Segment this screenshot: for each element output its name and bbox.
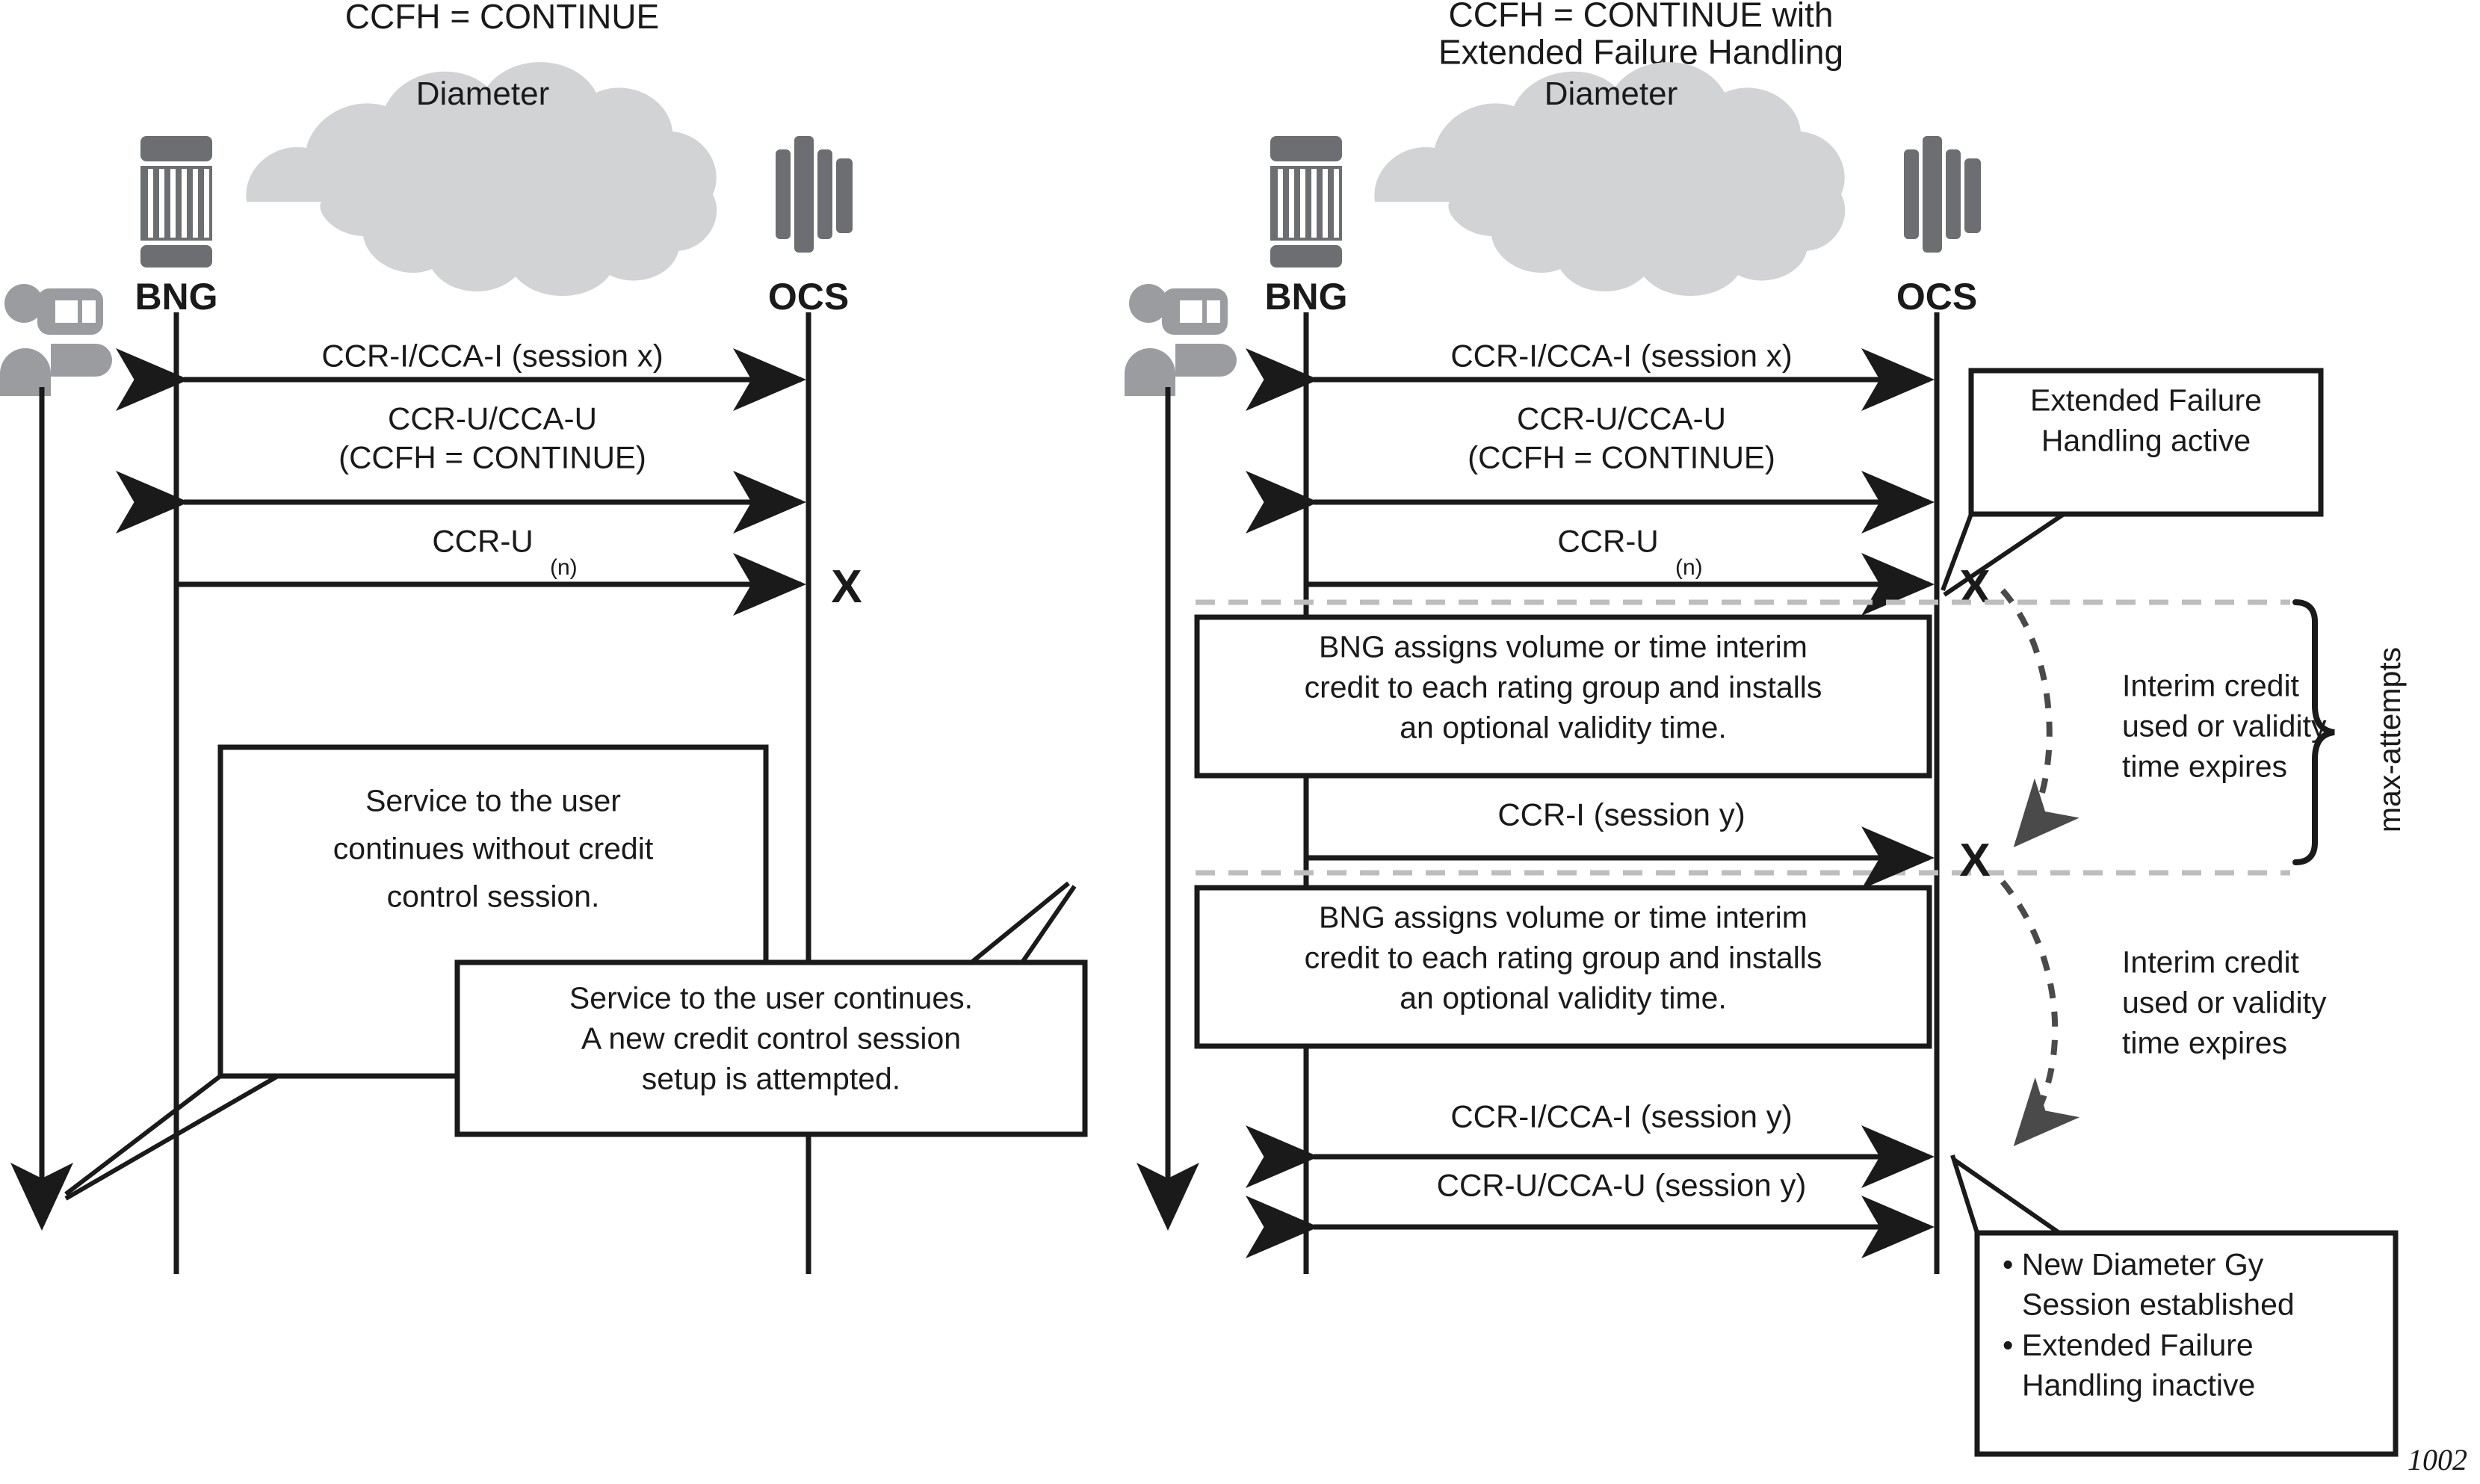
bullet-glyph-2: •	[2003, 1328, 2022, 1362]
cloud-label: Diameter	[416, 75, 550, 112]
gy-bullet-2-line-2: Handling inactive	[2022, 1368, 2255, 1403]
left-callout-2: Service to the user continues. A new cre…	[454, 881, 1088, 1137]
proc-box-1-line-3: an optional validity time.	[1400, 711, 1727, 745]
proc-box-2-line-3: an optional validity time.	[1400, 981, 1727, 1015]
left-callout-2-line-2: A new credit control session	[581, 1021, 961, 1056]
retry-curve-1	[2000, 588, 2079, 848]
node-label-ocs-right: OCS	[1896, 276, 1977, 318]
efh-active-callout: Extended Failure Handling active	[1941, 368, 2324, 597]
interim-1-line-3: time expires	[2122, 749, 2287, 784]
interim-credit-label-2: Interim credit used or validity time exp…	[2122, 945, 2327, 1060]
left-callout-1-line-1: Service to the user	[365, 784, 621, 818]
proc-box-2-line-1: BNG assigns volume or time interim	[1319, 900, 1808, 935]
message-sublabel-r3: (n)	[1675, 555, 1703, 580]
panel-left: CCFH = CONTINUE Diameter BNG O	[0, 0, 1088, 1274]
proc-box-1: BNG assigns volume or time interim credi…	[1194, 614, 1932, 779]
gy-bullet-1-line-2: Session established	[2022, 1287, 2295, 1322]
message-label-m2a: CCR-U/CCA-U	[388, 401, 597, 436]
max-attempts-brace: max-attempts	[2292, 599, 2407, 865]
user-workstation-icon	[0, 284, 112, 396]
interim-1-line-1: Interim credit	[2122, 669, 2300, 703]
proc-box-2: BNG assigns volume or time interim credi…	[1194, 885, 1932, 1049]
bullet-glyph-1: •	[2003, 1247, 2022, 1282]
gy-session-callout: • New Diameter Gy Session established • …	[1950, 1154, 2399, 1457]
left-callout-1-line-2: continues without credit	[333, 832, 654, 866]
left-callout-2-line-1: Service to the user continues.	[569, 981, 973, 1015]
interim-1-line-2: used or validity	[2122, 709, 2327, 743]
proc-box-2-line-2: credit to each rating group and installs	[1305, 941, 1822, 975]
panel-right-title-line1: CCFH = CONTINUE with	[1449, 0, 1834, 34]
message-label-m2b: (CCFH = CONTINUE)	[338, 439, 646, 474]
message-label-r6: CCR-U/CCA-U (session y)	[1437, 1167, 1807, 1202]
message-label-r2a: CCR-U/CCA-U	[1517, 401, 1726, 436]
message-label-r2b: (CCFH = CONTINUE)	[1468, 439, 1775, 474]
retry-curve-2	[2000, 879, 2080, 1146]
interim-2-line-3: time expires	[2122, 1026, 2287, 1060]
proc-box-1-line-1: BNG assigns volume or time interim	[1319, 630, 1808, 664]
gy-bullet-1-line-1: • New Diameter Gy	[2003, 1247, 2264, 1282]
panel-left-title: CCFH = CONTINUE	[345, 0, 659, 36]
figure-number: 1002	[2408, 1443, 2467, 1477]
interim-credit-label-1: Interim credit used or validity time exp…	[2122, 669, 2327, 784]
server-stack-icon-right	[1904, 136, 1981, 253]
message-label-r3: CCR-U	[1557, 523, 1658, 558]
node-label-ocs-left: OCS	[768, 276, 849, 318]
server-stack-icon	[776, 136, 853, 253]
message-sublabel-m3: (n)	[550, 555, 578, 580]
interim-2-line-1: Interim credit	[2122, 945, 2300, 980]
message-label-m1: CCR-I/CCA-I (session x)	[321, 338, 663, 373]
node-label-bng-right: BNG	[1264, 276, 1347, 318]
gy-bullet-2-line-1: • Extended Failure	[2003, 1328, 2254, 1362]
message-label-r1: CCR-I/CCA-I (session x)	[1450, 338, 1792, 373]
fail-mark-left-1: X	[831, 561, 862, 613]
left-callout-2-line-3: setup is attempted.	[642, 1062, 900, 1096]
proc-box-1-line-2: credit to each rating group and installs	[1305, 670, 1822, 705]
cloud-label-right: Diameter	[1544, 75, 1678, 112]
message-label-m3: CCR-U	[432, 523, 533, 558]
panel-right: CCFH = CONTINUE with Extended Failure Ha…	[1125, 0, 2407, 1457]
user-workstation-icon-right	[1125, 284, 1237, 396]
message-label-r5: CCR-I/CCA-I (session y)	[1450, 1098, 1792, 1134]
left-callout-1-line-3: control session.	[387, 879, 600, 914]
router-device-icon	[140, 136, 212, 268]
efh-active-line-1: Extended Failure	[2030, 383, 2262, 418]
efh-active-line-2: Handling active	[2041, 424, 2251, 458]
panel-right-title-line2: Extended Failure Handling	[1438, 33, 1843, 72]
fail-mark-right-2: X	[1959, 835, 1990, 886]
network-cloud-icon: Diameter	[246, 62, 717, 297]
gy-bullet-1-text-1: New Diameter Gy	[2022, 1247, 2264, 1282]
gy-bullet-2-text-1: Extended Failure	[2022, 1328, 2254, 1362]
node-label-bng-left: BNG	[134, 276, 217, 318]
message-label-r4: CCR-I (session y)	[1497, 797, 1745, 832]
interim-2-line-2: used or validity	[2122, 986, 2327, 1020]
max-attempts-label: max-attempts	[2372, 647, 2407, 832]
network-cloud-icon-right: Diameter	[1374, 62, 1846, 297]
router-device-icon-right	[1270, 136, 1342, 268]
